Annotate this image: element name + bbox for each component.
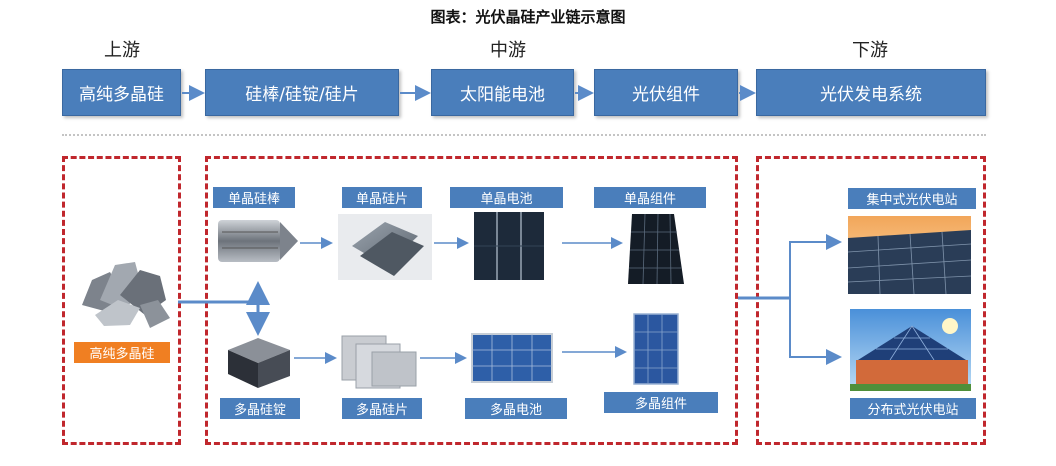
label-polysilicon: 高纯多晶硅	[74, 342, 170, 363]
flow-box-ingot-wafer: 硅棒/硅锭/硅片	[205, 69, 399, 116]
label-poly-ingot: 多晶硅锭	[220, 398, 300, 419]
flow-box-pv-system: 光伏发电系统	[756, 69, 986, 116]
stage-midstream: 中游	[490, 40, 526, 61]
dotted-separator	[62, 134, 986, 136]
downstream-region	[756, 156, 986, 445]
label-poly-module: 多晶组件	[604, 392, 718, 413]
label-mono-cell: 单晶电池	[450, 187, 563, 208]
label-central-station: 集中式光伏电站	[848, 188, 976, 209]
flow-box-polysilicon: 高纯多晶硅	[62, 69, 181, 116]
stage-downstream: 下游	[852, 40, 888, 61]
label-distributed-station: 分布式光伏电站	[850, 398, 976, 419]
chart-title: 图表：光伏晶硅产业链示意图	[430, 8, 626, 26]
label-mono-wafer: 单晶硅片	[342, 187, 422, 208]
flow-box-solar-cell: 太阳能电池	[431, 69, 574, 116]
label-poly-cell: 多晶电池	[465, 398, 567, 419]
upstream-region	[62, 156, 181, 445]
label-poly-wafer: 多晶硅片	[342, 398, 422, 419]
stage-upstream: 上游	[104, 40, 140, 61]
label-mono-module: 单晶组件	[594, 187, 706, 208]
flow-box-pv-module: 光伏组件	[594, 69, 738, 116]
label-mono-ingot: 单晶硅棒	[213, 187, 295, 208]
